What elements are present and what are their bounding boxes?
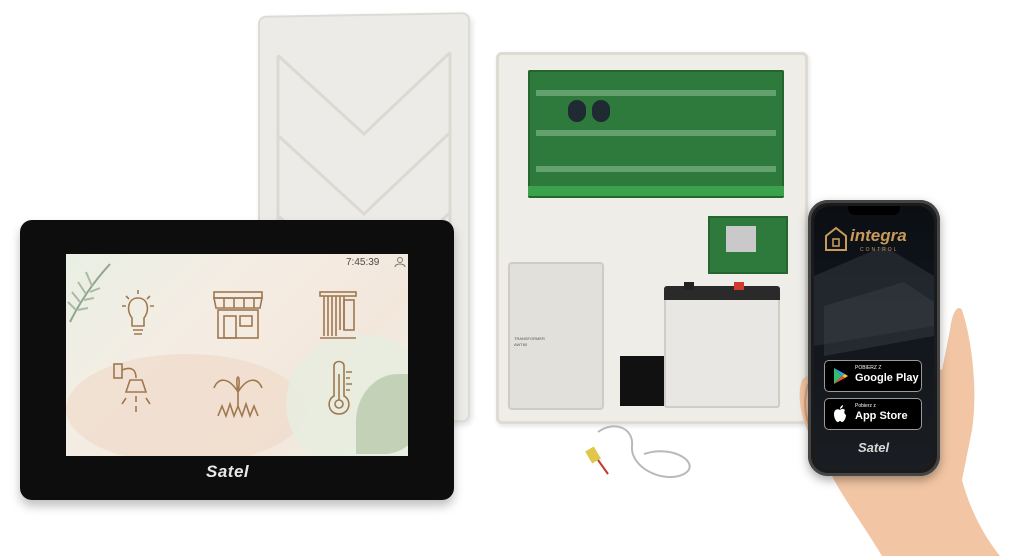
clock-display: 7:45:39	[346, 257, 380, 268]
wall-lamp-icon[interactable]	[112, 360, 156, 416]
integra-house-icon	[825, 226, 847, 251]
awning-shop-icon[interactable]	[210, 290, 266, 342]
main-control-board	[528, 70, 784, 198]
phone-logo: Satel	[858, 440, 890, 455]
fern-decoration	[67, 263, 111, 323]
app-store-label: App Store	[855, 410, 908, 422]
google-play-small-text: POBIERZ Z	[855, 365, 882, 371]
google-play-label: Google Play	[855, 372, 919, 384]
google-play-icon	[834, 368, 848, 384]
app-name: integra	[850, 226, 907, 245]
keypad-screen	[66, 254, 408, 456]
transformer	[508, 262, 604, 410]
expansion-module	[708, 216, 788, 274]
app-store-small-text: Pobierz z	[855, 403, 876, 409]
keypad-logo: Satel	[206, 462, 250, 481]
tamper-cable	[585, 425, 691, 479]
user-icon[interactable]	[394, 256, 406, 268]
apple-icon	[834, 405, 846, 422]
thermometer-icon[interactable]	[324, 360, 356, 416]
app-subtitle: CONTROL	[860, 247, 899, 253]
transformer-label: TRANSFORMER AWT80	[514, 336, 545, 347]
sprinkler-icon[interactable]	[210, 362, 266, 418]
phone-notch	[848, 206, 900, 215]
battery	[664, 282, 780, 408]
blinds-icon[interactable]	[318, 290, 358, 344]
terminal-strip	[528, 186, 784, 196]
lightbulb-icon[interactable]	[118, 288, 158, 342]
enclosure-bottom-tray	[620, 356, 664, 406]
google-play-button[interactable]: POBIERZ Z Google Play	[824, 360, 922, 392]
app-store-button[interactable]: Pobierz z App Store	[824, 398, 922, 430]
